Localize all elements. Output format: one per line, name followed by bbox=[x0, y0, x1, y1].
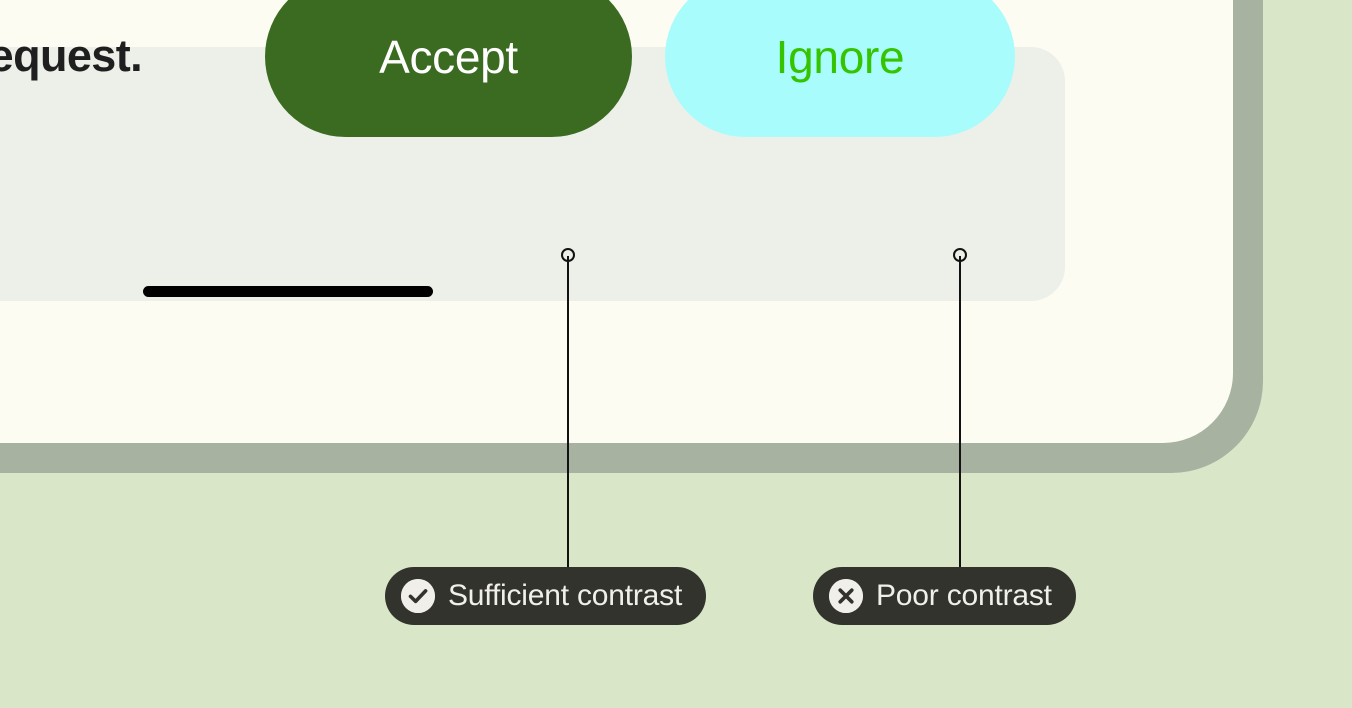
annotation-label-poor-contrast: Poor contrast bbox=[876, 579, 1052, 612]
leader-line-accept bbox=[567, 256, 569, 569]
home-indicator-bar bbox=[143, 286, 433, 297]
request-text: a request. bbox=[0, 30, 143, 81]
check-circle-icon bbox=[401, 579, 435, 613]
leader-dot-accept bbox=[561, 248, 575, 262]
x-circle-icon bbox=[829, 579, 863, 613]
annotation-label-sufficient-contrast: Sufficient contrast bbox=[448, 579, 683, 612]
ignore-button[interactable]: Ignore bbox=[665, 0, 1015, 137]
leader-line-ignore bbox=[959, 256, 961, 569]
annotation-pill-poor-contrast: Poor contrast bbox=[813, 567, 1076, 625]
device-card-screen: a request. Accept Ignore bbox=[0, 0, 1233, 443]
accept-button[interactable]: Accept bbox=[265, 0, 632, 137]
leader-dot-ignore bbox=[953, 248, 967, 262]
annotation-pill-sufficient-contrast: Sufficient contrast bbox=[385, 567, 707, 625]
